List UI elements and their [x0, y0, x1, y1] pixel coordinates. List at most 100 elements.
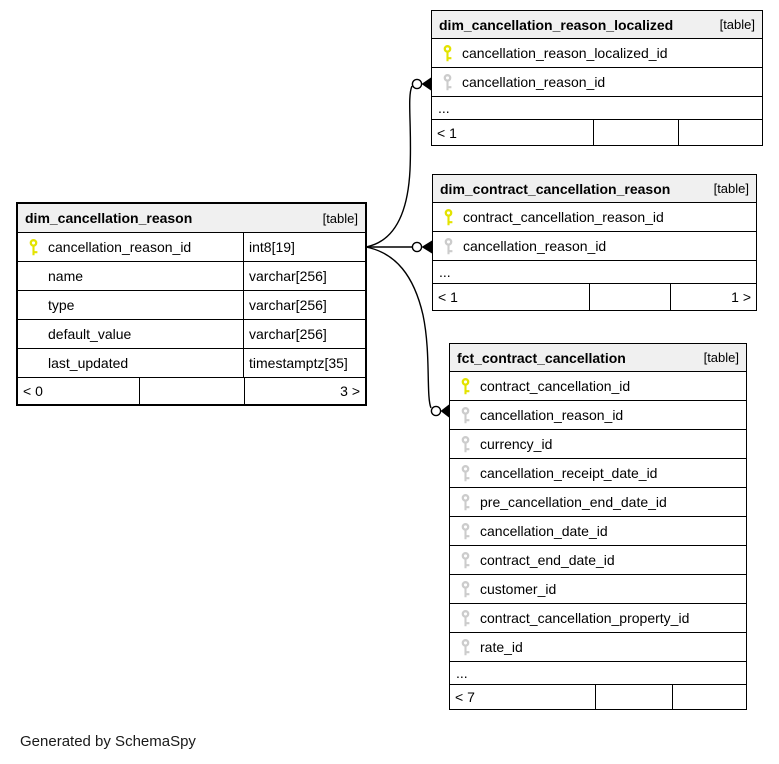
degree-cell-right [672, 685, 746, 709]
foreign-key-icon [461, 406, 469, 423]
foreign-key-icon [461, 551, 469, 568]
table-title[interactable]: dim_cancellation_reason_localized [439, 16, 674, 33]
column-name: cancellation_receipt_date_id [480, 465, 658, 481]
degree-cell-left: < 7 [455, 689, 475, 705]
relationship-circle-localized [411, 78, 423, 90]
column-name: cancellation_reason_id [48, 239, 192, 255]
column-name: last_updated [48, 355, 129, 371]
degree-cell-left: < 1 [438, 289, 458, 305]
foreign-key-icon [461, 580, 469, 597]
primary-key-icon [29, 238, 37, 255]
column-name: contract_cancellation_id [480, 378, 631, 394]
primary-key-icon [444, 208, 452, 225]
column-row[interactable]: cancellation_reason_id [450, 401, 746, 430]
foreign-key-icon [461, 493, 469, 510]
column-row[interactable]: default_value varchar[256] [18, 320, 365, 349]
foreign-key-icon [461, 609, 469, 626]
column-row[interactable]: cancellation_reason_id int8[19] [18, 233, 365, 262]
column-name: cancellation_reason_id [480, 407, 624, 423]
ellipsis-label: ... [456, 665, 468, 681]
column-name: pre_cancellation_end_date_id [480, 494, 667, 510]
foreign-key-icon [461, 638, 469, 655]
relationship-arrow-fct [440, 404, 449, 418]
table-header[interactable]: dim_contract_cancellation_reason [table] [433, 175, 756, 203]
table-title[interactable]: dim_cancellation_reason [25, 210, 193, 226]
table-header[interactable]: dim_cancellation_reason_localized [table… [432, 11, 762, 39]
column-row[interactable]: pre_cancellation_end_date_id [450, 488, 746, 517]
column-name: cancellation_reason_id [462, 74, 606, 90]
degree-cell-middle [595, 685, 672, 709]
column-name: default_value [48, 326, 132, 342]
foreign-key-icon [461, 522, 469, 539]
table-dim-cancellation-reason[interactable]: dim_cancellation_reason [table] cancella… [16, 202, 367, 406]
column-name: cancellation_reason_localized_id [462, 45, 668, 61]
primary-key-icon [443, 44, 451, 61]
column-row[interactable]: cancellation_date_id [450, 517, 746, 546]
relationship-circle-contract-reason [411, 241, 423, 253]
column-row[interactable]: cancellation_reason_id [433, 232, 756, 261]
column-row[interactable]: cancellation_receipt_date_id [450, 459, 746, 488]
table-dim-contract-cancellation-reason[interactable]: dim_contract_cancellation_reason [table]… [432, 174, 757, 311]
degree-cell-right: 3 > [244, 378, 365, 404]
primary-key-icon [461, 377, 469, 394]
degree-cell-right: 1 > [670, 284, 756, 310]
column-name: customer_id [480, 581, 557, 597]
relationship-line-fct [365, 246, 432, 409]
column-row[interactable]: rate_id [450, 633, 746, 662]
column-name: contract_cancellation_reason_id [463, 209, 664, 225]
table-footer: < 1 [432, 120, 762, 145]
relationship-arrow-contract-reason [421, 240, 432, 254]
column-name: contract_end_date_id [480, 552, 615, 568]
table-fct-contract-cancellation[interactable]: fct_contract_cancellation [table] contra… [449, 343, 747, 710]
degree-cell-middle [139, 378, 244, 404]
column-row[interactable]: customer_id [450, 575, 746, 604]
foreign-key-icon [461, 435, 469, 452]
column-name: cancellation_date_id [480, 523, 608, 539]
table-footer: < 1 1 > [433, 284, 756, 310]
column-type: varchar[256] [243, 291, 365, 319]
table-title[interactable]: dim_contract_cancellation_reason [440, 180, 671, 197]
table-header[interactable]: fct_contract_cancellation [table] [450, 344, 746, 372]
table-type-badge: [table] [713, 181, 749, 196]
foreign-key-icon [461, 464, 469, 481]
table-type-badge: [table] [322, 210, 358, 226]
table-type-badge: [table] [719, 17, 755, 32]
table-footer: < 7 [450, 685, 746, 709]
ellipsis-label: ... [439, 264, 451, 280]
column-type: varchar[256] [243, 262, 365, 290]
column-row[interactable]: contract_cancellation_property_id [450, 604, 746, 633]
degree-cell-left: < 1 [437, 124, 457, 141]
column-name: name [48, 268, 84, 284]
table-title[interactable]: fct_contract_cancellation [457, 349, 626, 366]
column-row[interactable]: name varchar[256] [18, 262, 365, 291]
hidden-columns-ellipsis: ... [450, 662, 746, 685]
column-row[interactable]: contract_cancellation_id [450, 372, 746, 401]
column-row[interactable]: contract_end_date_id [450, 546, 746, 575]
table-header[interactable]: dim_cancellation_reason [table] [18, 204, 365, 233]
column-row[interactable]: contract_cancellation_reason_id [433, 203, 756, 232]
column-row[interactable]: cancellation_reason_localized_id [432, 39, 762, 68]
degree-cell-left: < 0 [23, 383, 43, 399]
table-footer: < 0 3 > [18, 378, 365, 404]
column-row[interactable]: last_updated timestamptz[35] [18, 349, 365, 378]
column-name: contract_cancellation_property_id [480, 610, 690, 626]
column-row[interactable]: cancellation_reason_id [432, 68, 762, 97]
column-name: currency_id [480, 436, 553, 452]
hidden-columns-ellipsis: ... [432, 97, 762, 120]
ellipsis-label: ... [438, 100, 450, 116]
column-row[interactable]: currency_id [450, 430, 746, 459]
column-name: type [48, 297, 75, 313]
relationship-line-localized [365, 85, 413, 248]
column-row[interactable]: type varchar[256] [18, 291, 365, 320]
column-name: cancellation_reason_id [463, 238, 607, 254]
degree-cell-middle [593, 120, 678, 145]
relationship-circle-fct [430, 405, 442, 417]
column-type: int8[19] [243, 233, 365, 261]
table-dim-cancellation-reason-localized[interactable]: dim_cancellation_reason_localized [table… [431, 10, 763, 146]
hidden-columns-ellipsis: ... [433, 261, 756, 284]
degree-cell-right [678, 120, 762, 145]
foreign-key-icon [444, 237, 452, 254]
foreign-key-icon [443, 73, 451, 90]
